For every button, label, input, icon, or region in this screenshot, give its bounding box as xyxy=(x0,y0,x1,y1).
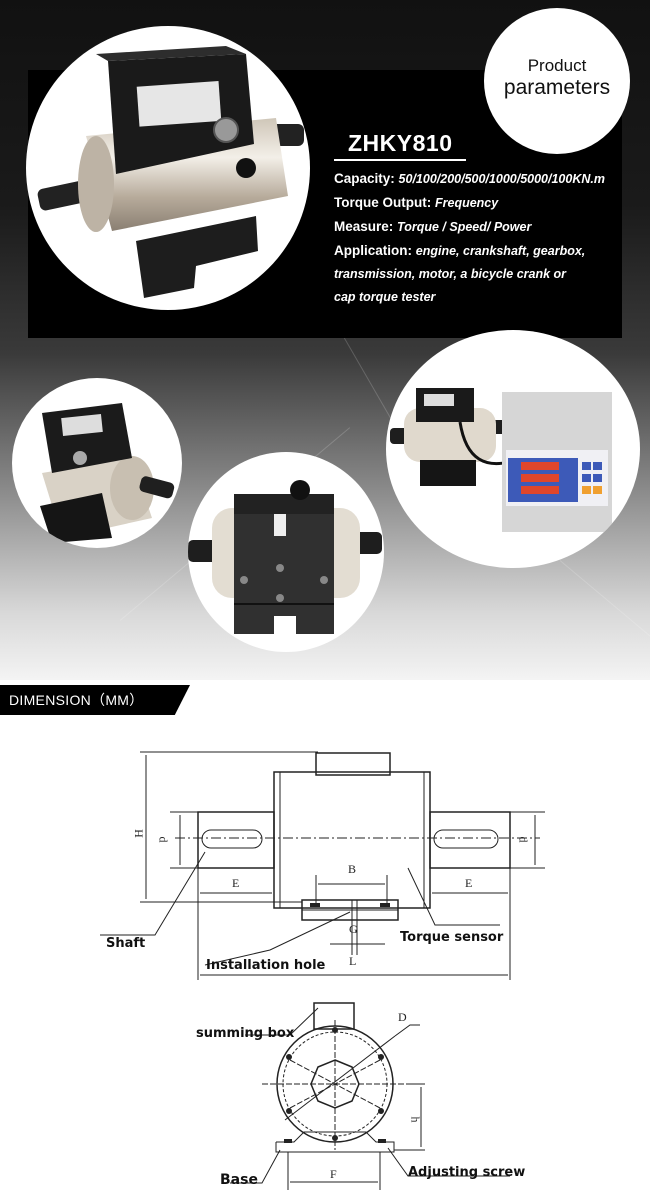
torque-sensor-with-display-illustration xyxy=(390,388,612,532)
display-product-image xyxy=(386,330,640,568)
badge-line-1: Product xyxy=(527,56,587,75)
dim-D: D xyxy=(398,1010,407,1024)
dim-H: H xyxy=(131,829,146,838)
model-number: ZHKY810 xyxy=(334,130,466,161)
spec-value: 50/100/200/500/1000/5000/100KN.m xyxy=(398,172,605,186)
label-adjusting-screw: Adjusting screw xyxy=(408,1165,526,1180)
dim-h: h xyxy=(408,1116,423,1123)
product-parameters-badge xyxy=(484,8,630,154)
badge-line-2: parameters xyxy=(503,75,611,99)
label-torque-sensor: Torque sensor xyxy=(400,930,504,945)
label-summing-box: summing box xyxy=(196,1026,295,1041)
dim-E-left: E xyxy=(232,876,240,890)
dimension-title: DIMENSION（MM） xyxy=(9,692,144,708)
spec-value: Frequency xyxy=(435,196,499,210)
dim-L: L xyxy=(349,954,357,968)
spec-torque-output: Torque Output: Frequency xyxy=(334,195,634,210)
label-base: Base xyxy=(220,1172,258,1188)
spec-application-cont: transmission, motor, a bicycle crank or xyxy=(334,267,567,281)
spec-label: Measure: xyxy=(334,219,394,234)
dim-B: B xyxy=(348,862,357,876)
spec-list: ZHKY810 Capacity: 50/100/200/500/1000/50… xyxy=(334,130,634,313)
dimension-banner: DIMENSION（MM） xyxy=(0,685,190,715)
spec-value: Torque / Speed/ Power xyxy=(397,220,532,234)
badge-text: Product parameters xyxy=(482,56,632,100)
torque-sensor-base-illustration xyxy=(188,480,382,634)
label-installation-hole: Installation hole xyxy=(206,958,326,973)
product-hero: Product parameters ZHKY810 Capacity: 50/… xyxy=(0,0,650,680)
torque-sensor-angle-illustration xyxy=(40,403,175,543)
spec-capacity: Capacity: 50/100/200/500/1000/5000/100KN… xyxy=(334,171,634,186)
main-product-image xyxy=(26,26,310,310)
dim-F: F xyxy=(330,1167,337,1181)
dim-d-left: d xyxy=(156,836,171,843)
technical-drawing-svg xyxy=(100,751,545,1190)
spec-application-cont: cap torque tester xyxy=(334,290,436,304)
dim-E-right: E xyxy=(465,876,473,890)
base-product-image xyxy=(188,452,384,652)
spec-label: Capacity: xyxy=(334,171,395,186)
spec-label: Application: xyxy=(334,243,412,258)
spec-measure: Measure: Torque / Speed/ Power xyxy=(334,219,634,234)
dim-d-right: d xyxy=(516,836,531,843)
dim-G: G xyxy=(349,922,358,936)
spec-value: engine, crankshaft, gearbox, xyxy=(415,244,586,258)
label-shaft: Shaft xyxy=(106,936,146,951)
spec-label: Torque Output: xyxy=(334,195,432,210)
torque-sensor-illustration xyxy=(37,46,304,298)
angle-product-image xyxy=(12,378,182,548)
dimension-drawing: H d d E E B G L D h F Shaft Installation… xyxy=(0,720,650,1198)
decorative-streak xyxy=(559,560,650,651)
spec-application: Application: engine, crankshaft, gearbox… xyxy=(334,243,634,258)
